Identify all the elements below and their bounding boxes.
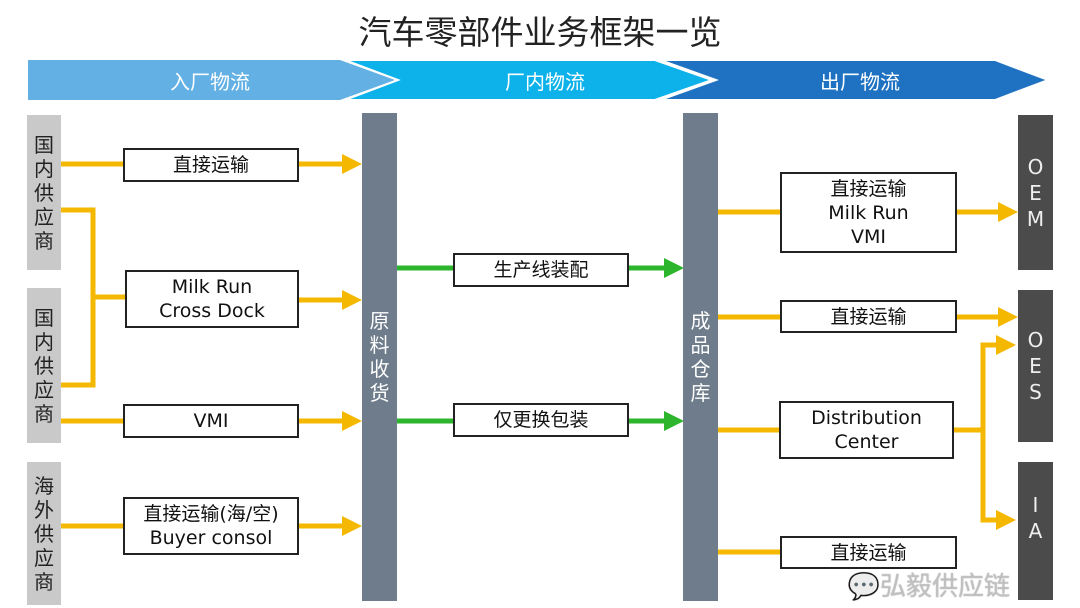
label: VMI bbox=[193, 410, 229, 432]
label: VMI bbox=[851, 225, 886, 248]
label: Center bbox=[834, 431, 899, 453]
page-title: 汽车零部件业务框架一览 bbox=[358, 13, 722, 52]
stage-label: 入厂物流 bbox=[170, 69, 250, 94]
watermark: 💬弘毅供应链 bbox=[848, 572, 1010, 602]
inbound-overseas: 直接运输(海/空)Buyer consol bbox=[123, 497, 299, 555]
char: 货 bbox=[369, 381, 390, 405]
label: 直接运输(海/空) bbox=[143, 503, 279, 525]
char: 商 bbox=[34, 569, 54, 594]
char: 仓 bbox=[690, 357, 711, 381]
band-inbound bbox=[28, 60, 395, 100]
char: I bbox=[1032, 493, 1039, 517]
char: M bbox=[1026, 206, 1045, 231]
band-outbound bbox=[659, 59, 1051, 101]
char: O bbox=[1027, 328, 1044, 352]
label: 直接运输 bbox=[830, 177, 907, 200]
char: 供 bbox=[34, 180, 54, 205]
label: Milk Run bbox=[828, 201, 909, 224]
raw-receiving-bar: 原料收货 bbox=[362, 113, 397, 601]
char: 内 bbox=[34, 156, 54, 181]
stage-label: 出厂物流 bbox=[820, 69, 900, 94]
char: O bbox=[1027, 154, 1044, 179]
char: 料 bbox=[369, 333, 390, 357]
watermark-text: 弘毅供应链 bbox=[879, 572, 1010, 602]
label: 生产线装配 bbox=[493, 259, 589, 281]
source-overseas: 海外供应商 bbox=[27, 462, 61, 605]
char: 国 bbox=[34, 305, 54, 330]
inplant-repack: 仅更换包装 bbox=[453, 403, 629, 437]
inbound-vmi: VMI bbox=[123, 404, 299, 438]
source-domestic-2: 国内供应商 bbox=[27, 288, 61, 443]
char: 应 bbox=[34, 545, 54, 570]
source-domestic-1: 国内供应商 bbox=[27, 115, 61, 270]
char: 内 bbox=[34, 329, 54, 354]
label: Distribution bbox=[811, 407, 922, 429]
char: 品 bbox=[690, 333, 711, 357]
char: E bbox=[1029, 354, 1042, 378]
char: 收 bbox=[369, 357, 390, 381]
inbound-direct: 直接运输 bbox=[123, 148, 299, 182]
char: A bbox=[1028, 519, 1043, 543]
char: 国 bbox=[34, 132, 54, 157]
label: Cross Dock bbox=[159, 300, 265, 322]
char: 库 bbox=[690, 381, 711, 405]
label: Milk Run bbox=[171, 276, 253, 298]
char: 海 bbox=[34, 473, 54, 498]
char: 商 bbox=[34, 401, 54, 426]
label: 直接运输 bbox=[830, 305, 907, 328]
label: 直接运输 bbox=[172, 154, 249, 176]
band-inplant bbox=[344, 59, 716, 101]
label: 仅更换包装 bbox=[493, 409, 589, 431]
char: E bbox=[1029, 180, 1042, 205]
char: 外 bbox=[34, 497, 54, 522]
stage-label: 厂内物流 bbox=[505, 69, 585, 94]
outbound-direct-ia: 直接运输 bbox=[780, 536, 957, 569]
char: 成 bbox=[690, 309, 711, 333]
stage-bands bbox=[28, 59, 1051, 101]
char: 商 bbox=[34, 228, 54, 253]
char: S bbox=[1029, 380, 1042, 404]
char: 应 bbox=[34, 377, 54, 402]
chat-bubble-icon: 💬 bbox=[847, 572, 880, 602]
char: 应 bbox=[34, 204, 54, 229]
label: 直接运输 bbox=[830, 541, 907, 564]
label: Buyer consol bbox=[149, 527, 273, 549]
finished-goods-bar: 成品仓库 bbox=[683, 113, 718, 601]
outbound-direct-oes: 直接运输 bbox=[780, 300, 957, 333]
inplant-assembly: 生产线装配 bbox=[453, 253, 629, 287]
char: 供 bbox=[34, 521, 54, 546]
char: 原 bbox=[369, 309, 390, 333]
char: 供 bbox=[34, 353, 54, 378]
